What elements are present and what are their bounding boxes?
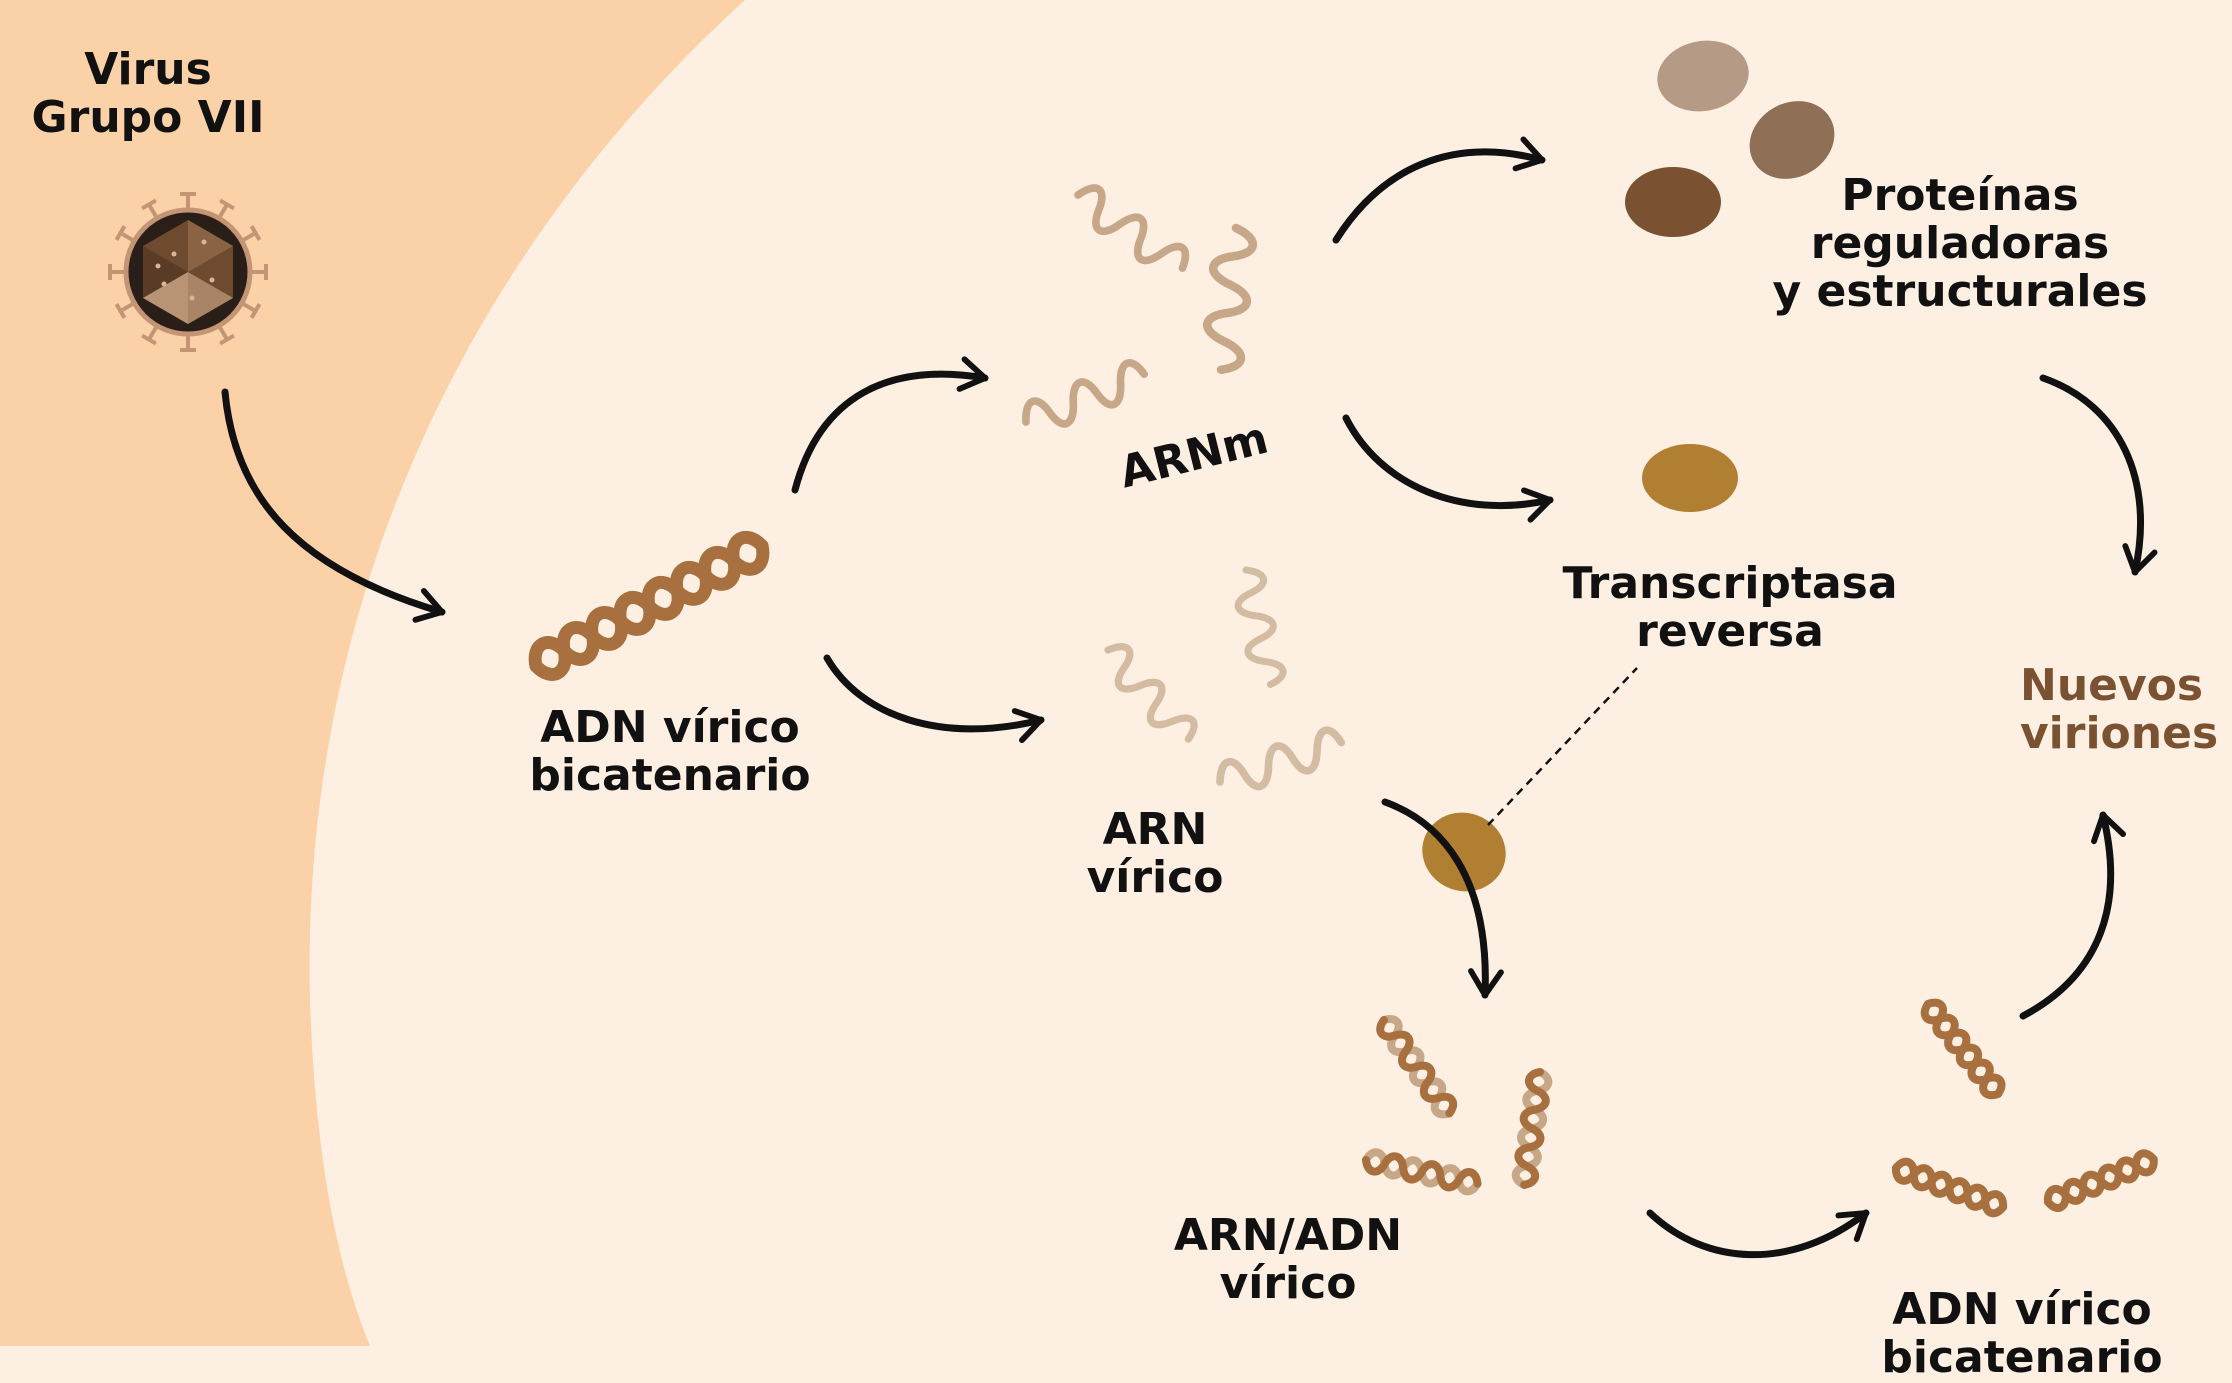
arrow-dsdna-to-virions	[2019, 811, 2127, 1020]
cell-cytoplasm	[309, 0, 2232, 1346]
reverse-transcriptase-enzyme-icon	[1642, 444, 1738, 512]
arrow-rna-to-hybrid	[1381, 798, 1504, 999]
arrow-mrna-to-transcriptase	[1342, 414, 1554, 523]
arrow-mrna-to-proteins	[1332, 136, 1546, 244]
diagram-canvas	[0, 0, 2232, 1346]
proteins-icon	[1625, 40, 1835, 237]
reverse-transcriptase-active-icon	[1422, 812, 1506, 892]
arrow-virus-to-dna	[221, 388, 446, 623]
arrow-hybrid-to-dsdna	[1646, 1209, 1870, 1259]
arrow-proteins-to-virions	[2039, 374, 2158, 576]
arrow-dna-to-mrna	[791, 356, 989, 494]
arrow-dna-to-viral-rna	[823, 654, 1045, 744]
virus-particle-icon	[108, 192, 268, 352]
